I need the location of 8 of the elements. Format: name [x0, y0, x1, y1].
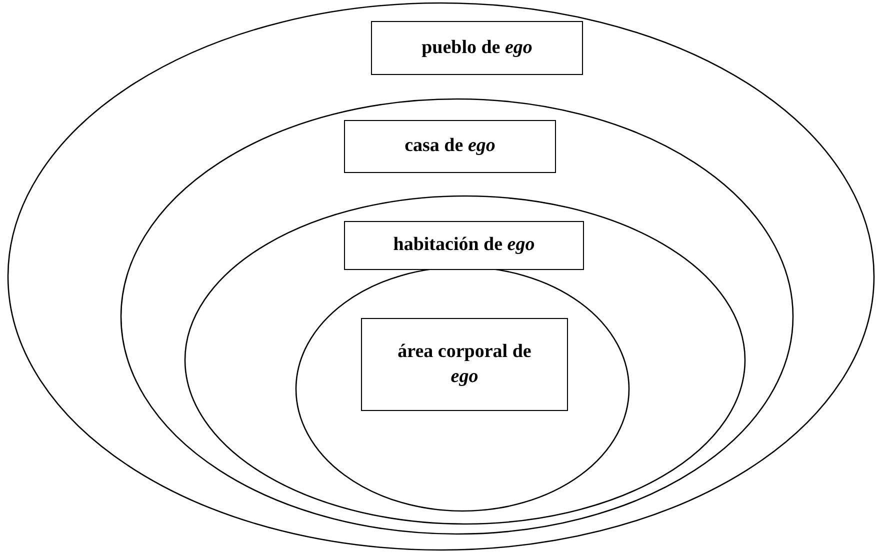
label-text: pueblo de ego [422, 36, 532, 60]
label-box [344, 120, 556, 173]
label-box [371, 21, 583, 75]
label-box [361, 318, 568, 411]
label-text: casa de ego [404, 134, 496, 158]
label-text: habitación de ego [393, 233, 535, 258]
label-box [344, 221, 584, 270]
label-text: área corporal de ego [396, 340, 532, 388]
